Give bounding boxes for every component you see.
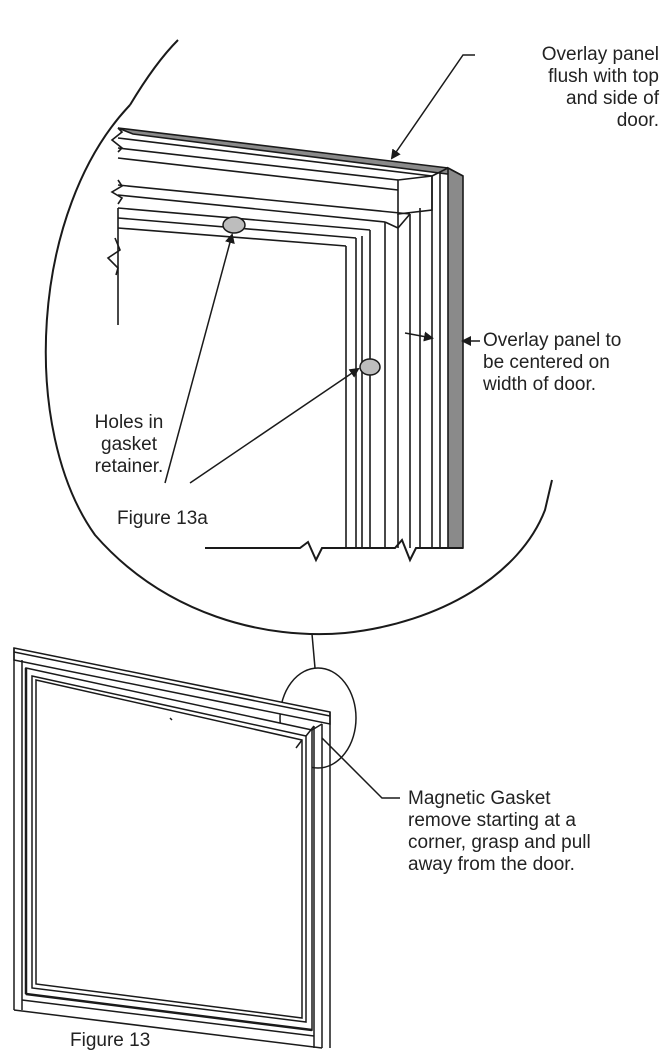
figure-13a-caption: Figure 13a	[117, 508, 208, 529]
leader-overlay-flush	[390, 54, 475, 160]
callout-line: retainer.	[94, 456, 164, 477]
overlay-panel-side	[447, 166, 464, 549]
detail-view	[44, 39, 553, 636]
main-door	[13, 647, 331, 1049]
overlay-panel-top	[117, 127, 464, 177]
leader-magnetic-gasket	[321, 737, 400, 799]
callout-line: Magnetic Gasket	[408, 788, 551, 809]
callout-line: flush with top	[548, 66, 659, 87]
detail-circle	[44, 104, 553, 636]
detail-circle-top	[129, 39, 179, 106]
detail-break-line	[205, 538, 463, 563]
callout-line: corner, grasp and pull	[408, 832, 591, 853]
leader-holes-top	[164, 233, 235, 484]
detail-connector	[311, 633, 316, 669]
leader-overlay-centered-left	[404, 331, 434, 342]
callout-line: remove starting at a	[408, 810, 576, 831]
callout-magnetic-gasket: Magnetic Gasket remove starting at a cor…	[408, 788, 591, 876]
detail-callout-circle	[279, 667, 357, 769]
callout-line: gasket	[101, 434, 157, 455]
gasket-hole-top	[222, 216, 246, 234]
leader-holes-side	[189, 367, 360, 484]
callout-line: away from the door.	[408, 854, 575, 875]
callout-line: Overlay panel	[541, 44, 659, 65]
figure-13-caption: Figure 13	[70, 1030, 151, 1051]
gasket-hole-side	[359, 358, 381, 376]
door-top-frame	[106, 127, 464, 325]
callout-line: door.	[616, 110, 659, 131]
callout-holes: Holes in gasket retainer.	[74, 412, 184, 478]
callout-overlay-centered: Overlay panel to be centered on width of…	[483, 330, 621, 396]
callout-line: Overlay panel to	[483, 330, 622, 351]
callout-overlay-flush: Overlay panel flush with top and side of…	[542, 44, 659, 132]
callout-line: be centered on	[483, 352, 610, 373]
leader-lines	[164, 54, 480, 484]
callout-line: width of door.	[483, 374, 597, 395]
callout-line: Holes in	[94, 412, 164, 433]
door-side-frame	[345, 166, 464, 549]
callout-line: and side of	[566, 88, 659, 109]
